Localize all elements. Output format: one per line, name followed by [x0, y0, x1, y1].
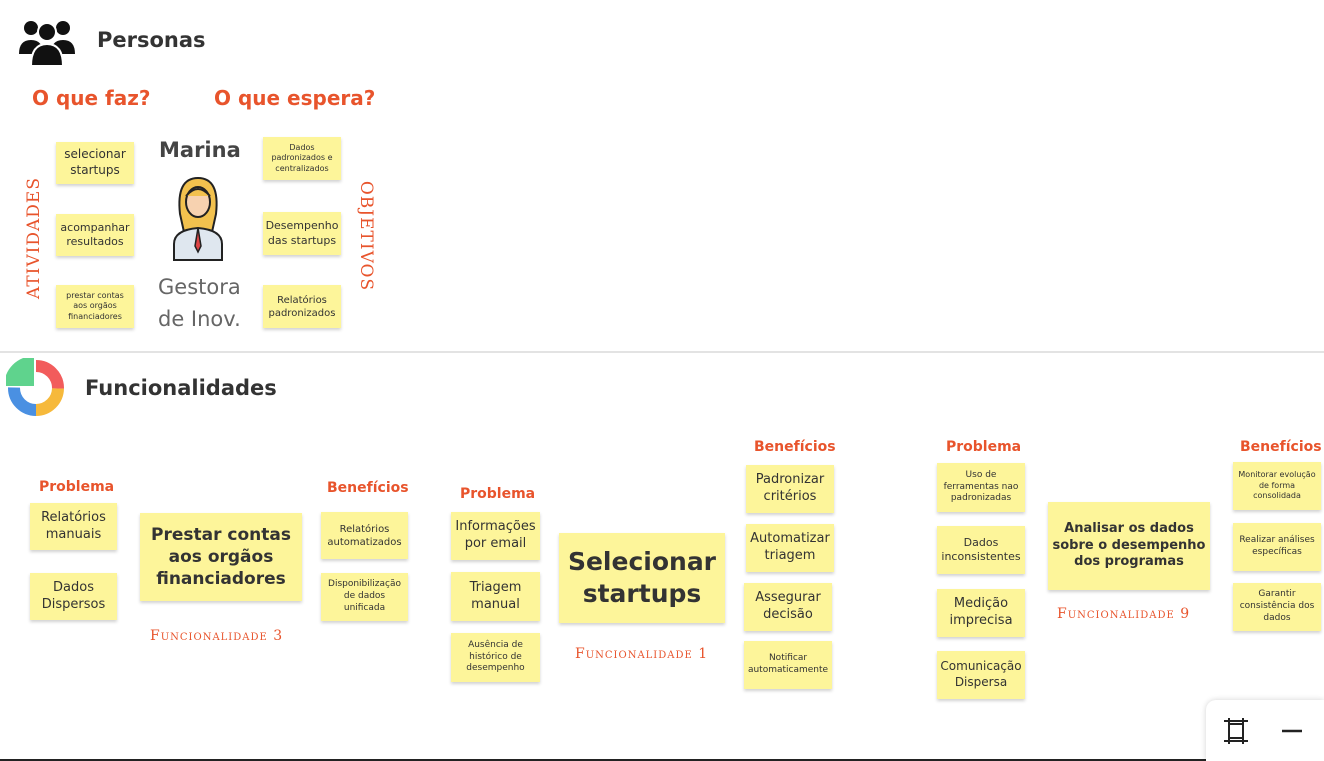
personas-title: Personas — [97, 28, 206, 52]
f9-problem-sticky[interactable]: Comunicação Dispersa — [937, 651, 1025, 699]
f1-main-sticky[interactable]: Selecionar startups — [559, 533, 725, 623]
persona-role-line1: Gestora — [158, 275, 241, 299]
f9-problem-sticky[interactable]: Dados inconsistentes — [937, 526, 1025, 574]
goal-sticky[interactable]: Dados padronizados e centralizados — [263, 137, 341, 180]
f3-problem-sticky[interactable]: Relatórios manuais — [30, 503, 117, 550]
f9-problema-heading: Problema — [946, 439, 1022, 455]
o-que-espera-heading: O que espera? — [214, 86, 376, 110]
section-divider — [0, 351, 1324, 353]
f1-label: Funcionalidade 1 — [575, 646, 709, 662]
f9-label: Funcionalidade 9 — [1057, 606, 1191, 622]
atividades-label: ATIVIDADES — [24, 177, 44, 299]
f3-benefit-sticky[interactable]: Disponibilização de dados unificada — [321, 573, 408, 621]
f9-problem-sticky[interactable]: Medição imprecisa — [937, 589, 1025, 637]
activity-sticky[interactable]: selecionar startups — [56, 142, 134, 184]
zoom-out-icon[interactable] — [1280, 718, 1304, 744]
f3-problema-heading: Problema — [39, 479, 115, 495]
f1-problem-sticky[interactable]: Informações por email — [451, 512, 540, 560]
funcionalidades-pie-icon — [4, 356, 66, 418]
f1-problema-heading: Problema — [460, 486, 536, 502]
f1-benefit-sticky[interactable]: Notificar automaticamente — [744, 641, 832, 689]
persona-role-line2: de Inov. — [158, 307, 241, 331]
f1-benefit-sticky[interactable]: Automatizar triagem — [746, 524, 834, 572]
f9-problem-sticky[interactable]: Uso de ferramentas nao padronizadas — [937, 463, 1025, 512]
f9-benefit-sticky[interactable]: Monitorar evolução de forma consolidada — [1233, 462, 1321, 510]
objetivos-label: OBJETIVOS — [356, 180, 377, 292]
f3-benefit-sticky[interactable]: Relatórios automatizados — [321, 512, 408, 559]
f9-benefit-sticky[interactable]: Realizar análises específicas — [1233, 523, 1321, 571]
f3-beneficios-heading: Benefícios — [327, 480, 409, 496]
f3-label: Funcionalidade 3 — [150, 628, 284, 644]
f9-beneficios-heading: Benefícios — [1240, 439, 1322, 455]
f1-benefit-sticky[interactable]: Assegurar decisão — [744, 583, 832, 631]
goal-sticky[interactable]: Relatórios padronizados — [263, 285, 341, 328]
persona-avatar-icon — [170, 174, 226, 262]
f1-problem-sticky[interactable]: Triagem manual — [451, 572, 540, 621]
zoom-toolbar — [1206, 700, 1324, 761]
f1-benefit-sticky[interactable]: Padronizar critérios — [746, 465, 834, 513]
o-que-faz-heading: O que faz? — [32, 86, 151, 110]
activity-sticky[interactable]: acompanhar resultados — [56, 214, 134, 256]
f1-problem-sticky[interactable]: Ausência de histórico de desempenho — [451, 633, 540, 682]
f9-benefit-sticky[interactable]: Garantir consistência dos dados — [1233, 583, 1321, 631]
funcionalidades-title: Funcionalidades — [85, 376, 277, 400]
f3-main-sticky[interactable]: Prestar contas aos orgãos financiadores — [140, 513, 302, 601]
fit-to-screen-icon[interactable] — [1223, 718, 1249, 744]
canvas-bottom-line — [0, 759, 1210, 761]
personas-icon — [17, 16, 77, 67]
goal-sticky[interactable]: Desempenho das startups — [263, 212, 341, 255]
f1-beneficios-heading: Benefícios — [754, 439, 836, 455]
activity-sticky[interactable]: prestar contas aos orgãos financiadores — [56, 285, 134, 328]
f3-problem-sticky[interactable]: Dados Dispersos — [30, 573, 117, 620]
persona-name: Marina — [159, 138, 241, 162]
f9-main-sticky[interactable]: Analisar os dados sobre o desempenho dos… — [1048, 502, 1210, 590]
